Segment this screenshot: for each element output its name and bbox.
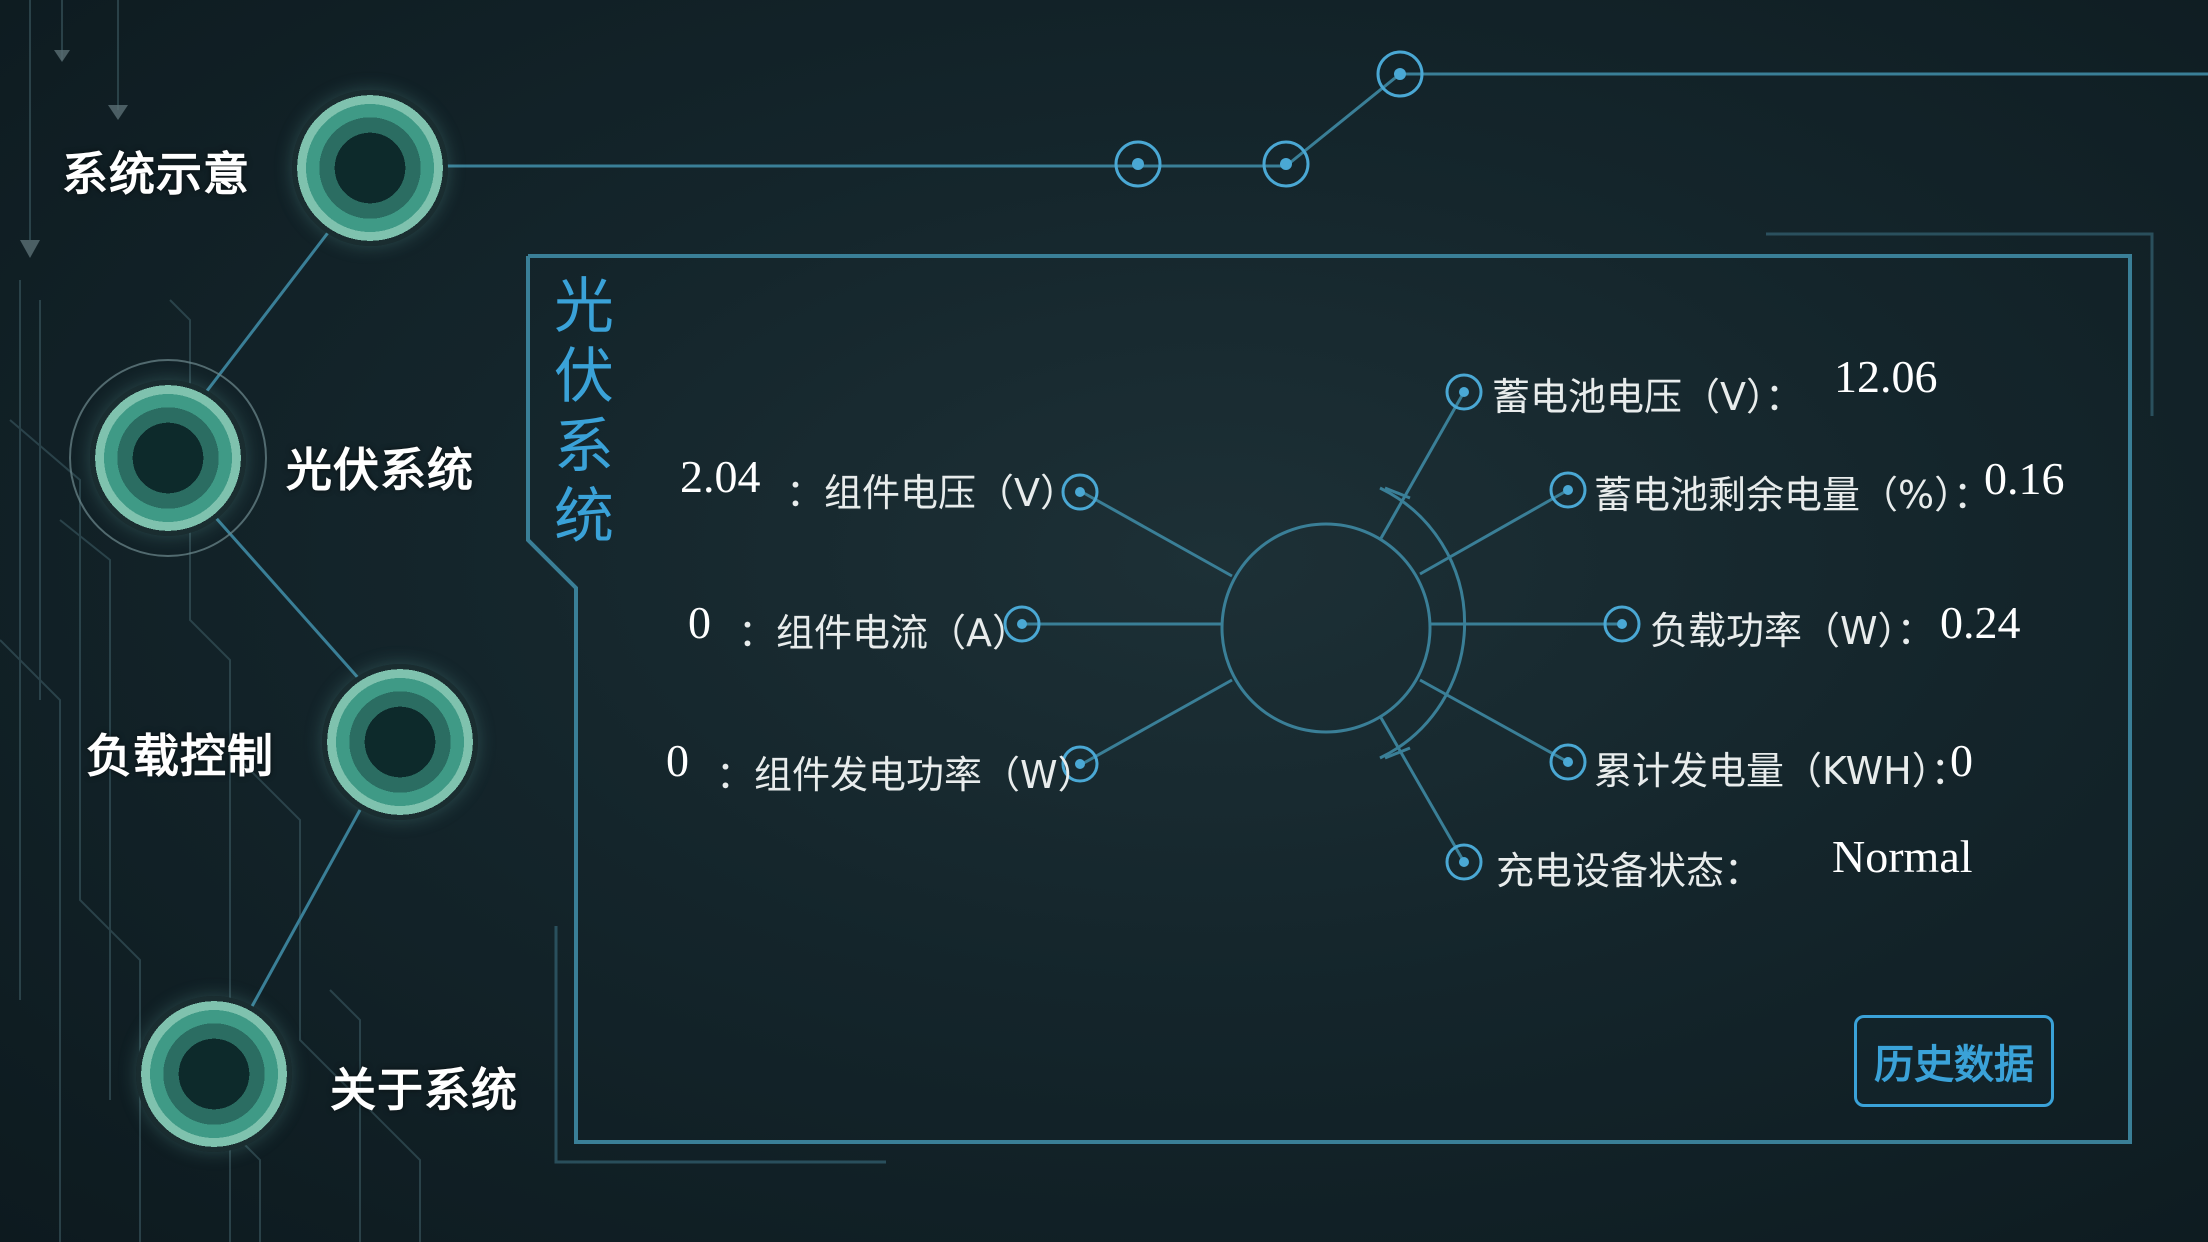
load-power-value: 0.24 [1940, 597, 2021, 648]
load-power-label: 负载功率（W）： [1650, 609, 1935, 653]
active-ring [69, 359, 267, 557]
panel-title-char: 伏 [554, 342, 614, 412]
total-generation-label: 累计发电量（KWH）： [1594, 749, 1969, 793]
battery-voltage-label: 蓄电池电压（V）： [1492, 375, 1803, 419]
nav-item-load-control[interactable]: 负载控制 [86, 729, 274, 783]
nav-node-load-control[interactable] [322, 664, 478, 820]
panel-frame [526, 232, 2154, 1164]
nav-node-about-system[interactable] [136, 996, 292, 1152]
module-current-value: 0 [688, 597, 711, 648]
battery-remaining-value: 0.16 [1984, 453, 2065, 504]
module-power-value: 0 [666, 735, 689, 786]
total-generation-value: 0 [1950, 735, 1973, 786]
panel-title-char: 系 [554, 412, 614, 482]
nav-item-system-overview[interactable]: 系统示意 [62, 147, 250, 201]
charger-status-value: Normal [1832, 831, 1973, 882]
charger-status-label: 充电设备状态： [1496, 849, 1763, 893]
battery-remaining-label: 蓄电池剩余电量（%）： [1594, 473, 1992, 517]
history-data-button[interactable]: 历史数据 [1854, 1015, 2054, 1107]
reading-nodes [1003, 373, 1641, 881]
panel-title: 光 伏 系 统 [548, 272, 620, 552]
panel-title-char: 光 [554, 272, 614, 342]
module-voltage-label: ：组件电压（V） [786, 471, 1078, 515]
module-power-label: ：组件发电功率（W） [716, 753, 1096, 797]
module-current-label: ：组件电流（A） [738, 611, 1030, 655]
hub-graphic [1024, 391, 1620, 863]
nav-item-pv-system[interactable]: 光伏系统 [286, 443, 474, 497]
nav-connectors [198, 72, 2208, 1011]
arrow-icons [20, 50, 128, 258]
nav-node-pv-system[interactable] [90, 380, 246, 536]
panel-title-char: 统 [554, 482, 614, 552]
module-voltage-value: 2.04 [680, 451, 761, 502]
top-line-nodes [1114, 50, 1424, 188]
battery-voltage-value: 12.06 [1834, 351, 1938, 402]
nav-item-about-system[interactable]: 关于系统 [330, 1063, 518, 1117]
nav-node-system-overview[interactable] [292, 90, 448, 246]
